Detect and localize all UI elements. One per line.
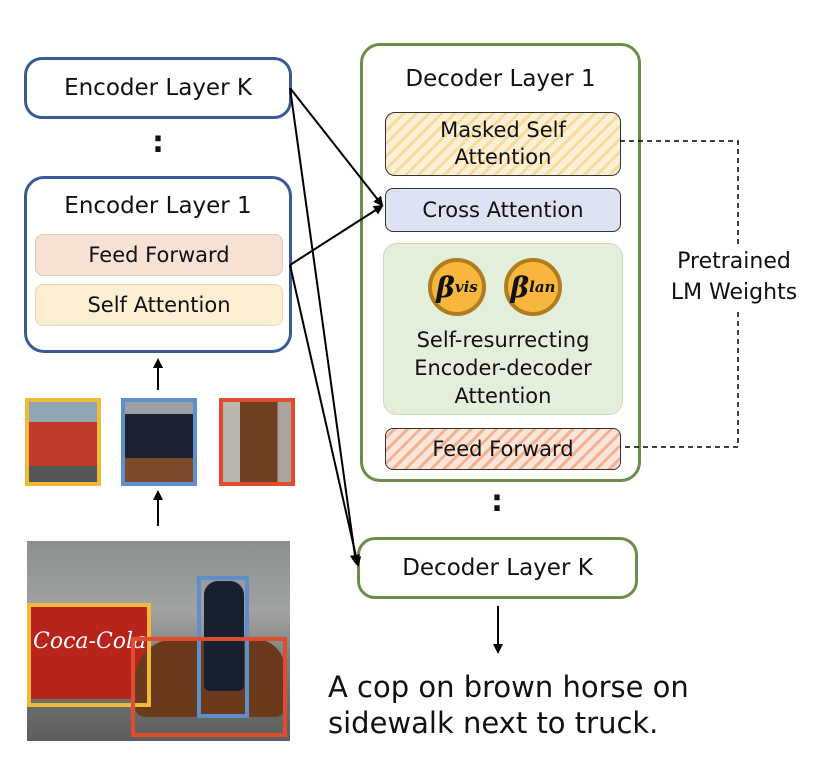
self-resurrecting-label: Self-resurrecting Encoder-decoder Attent… <box>384 326 622 410</box>
truck-shape <box>27 607 151 699</box>
beta-lan-sup: lan <box>529 278 556 296</box>
arrow-enck-to-cross <box>289 87 384 207</box>
beta-vis-symbol: β <box>436 270 455 304</box>
sr-line1: Self-resurrecting <box>416 328 590 352</box>
encoder-layer-1-label: Encoder Layer 1 <box>64 193 252 219</box>
bbox-horse <box>131 637 287 737</box>
decoder-feed-forward: Feed Forward <box>385 428 621 470</box>
truck-logo: Coca-Cola <box>33 629 147 654</box>
beta-vis-sup: vis <box>454 278 478 296</box>
decoder-layer-k: Decoder Layer K <box>357 537 638 599</box>
decoder-layer-1-label: Decoder Layer 1 <box>405 66 596 92</box>
pretrained-lm-weights-label: Pretrained LM Weights <box>664 246 804 308</box>
beta-lan-symbol: β <box>510 270 530 304</box>
caption-line2: sidewalk next to truck. <box>328 706 659 740</box>
encoder-feed-forward-label: Feed Forward <box>88 243 230 267</box>
arrow-enck-to-deck <box>289 87 360 565</box>
output-caption: A cop on brown horse on sidewalk next to… <box>328 669 808 741</box>
crop-truck <box>25 398 101 486</box>
bbox-truck <box>27 603 151 707</box>
caption-line1: A cop on brown horse on <box>328 670 689 704</box>
pretrained-bracket-top <box>620 140 739 246</box>
decoder-layer-k-label: Decoder Layer K <box>402 555 593 581</box>
bbox-cop <box>197 576 249 718</box>
decoder-feed-forward-label: Feed Forward <box>432 437 574 461</box>
masked-self-attention: Masked Self Attention <box>385 112 621 176</box>
pretrained-bracket-bottom <box>620 312 739 448</box>
cross-attention-label: Cross Attention <box>422 198 584 222</box>
sr-line2: Encoder-decoder <box>414 356 592 380</box>
cross-attention: Cross Attention <box>385 188 621 232</box>
sr-line3: Attention <box>454 384 552 408</box>
encoder-layer-k-label: Encoder Layer K <box>64 75 252 101</box>
pretrained-line1: Pretrained <box>677 249 791 274</box>
crop-cop <box>121 398 197 486</box>
masked-self-attention-line1: Masked Self <box>440 118 566 142</box>
encoder-layer-k: Encoder Layer K <box>24 57 292 119</box>
crop-horse <box>219 398 295 486</box>
encoder-feed-forward: Feed Forward <box>35 234 283 276</box>
arrow-enc1-to-cross <box>289 204 384 266</box>
decoder-layer-1: Decoder Layer 1 Masked Self Attention Cr… <box>360 43 641 482</box>
cop-shape <box>204 581 244 691</box>
encoder-self-attention-label: Self Attention <box>87 293 231 317</box>
arrow-enc1-to-deck <box>289 264 362 567</box>
encoder-self-attention: Self Attention <box>35 284 283 326</box>
pretrained-line2: LM Weights <box>670 280 798 305</box>
input-photo: Coca-Cola <box>27 541 290 741</box>
masked-self-attention-line2: Attention <box>454 145 552 169</box>
